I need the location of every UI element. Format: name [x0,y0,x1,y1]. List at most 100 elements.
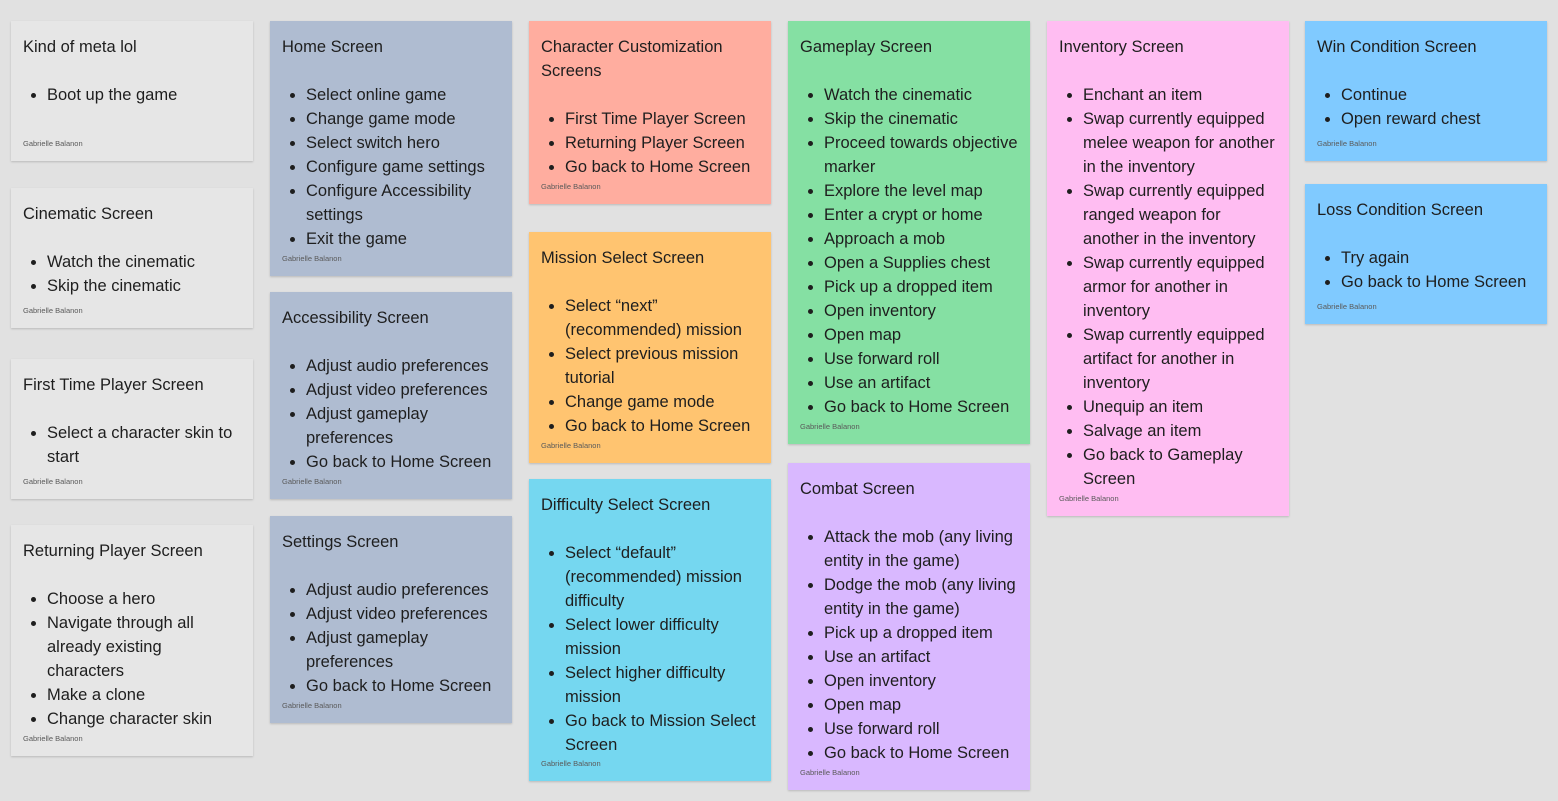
sticky-note-home[interactable]: Home ScreenSelect online gameChange game… [270,21,512,276]
list-item: Go back to Home Screen [565,155,759,179]
sticky-note-author: Gabrielle Balanon [800,422,860,431]
list-item: Adjust video preferences [306,602,500,626]
list-item: Configure Accessibility settings [306,179,500,227]
list-item: Swap currently equipped armor for anothe… [1083,251,1277,323]
list-item: Unequip an item [1083,395,1277,419]
sticky-note-list: Select “next” (recommended) missionSelec… [541,294,759,438]
sticky-note-list: Enchant an itemSwap currently equipped m… [1059,83,1277,491]
list-item: Select higher difficulty mission [565,661,759,709]
list-item: Make a clone [47,683,241,707]
sticky-note-difficulty-select[interactable]: Difficulty Select ScreenSelect “default”… [529,479,771,781]
list-item: Pick up a dropped item [824,621,1018,645]
sticky-note-list: Attack the mob (any living entity in the… [800,525,1018,765]
list-item: Pick up a dropped item [824,275,1018,299]
sticky-note-title: Kind of meta lol [23,38,137,56]
sticky-note-combat[interactable]: Combat ScreenAttack the mob (any living … [788,463,1030,790]
sticky-note-first-time[interactable]: First Time Player ScreenSelect a charact… [11,359,253,499]
list-item: Adjust audio preferences [306,578,500,602]
sticky-note-list: Watch the cinematicSkip the cinematicPro… [800,83,1018,419]
list-item: Continue [1341,83,1535,107]
list-item: Enter a crypt or home [824,203,1018,227]
sticky-note-accessibility[interactable]: Accessibility ScreenAdjust audio prefere… [270,292,512,499]
sticky-note-character-customization[interactable]: Character Customization ScreensFirst Tim… [529,21,771,204]
sticky-note-author: Gabrielle Balanon [23,139,83,148]
list-item: Try again [1341,246,1535,270]
list-item: Adjust gameplay preferences [306,626,500,674]
list-item: Proceed towards objective marker [824,131,1018,179]
list-item: Swap currently equipped artifact for ano… [1083,323,1277,395]
sticky-note-title: Gameplay Screen [800,38,933,56]
sticky-note-list: Select online gameChange game modeSelect… [282,83,500,251]
sticky-note-author: Gabrielle Balanon [282,254,342,263]
sticky-note-author: Gabrielle Balanon [282,477,342,486]
list-item: Choose a hero [47,587,241,611]
sticky-note-title: Win Condition Screen [1317,38,1477,56]
sticky-note-list: Select a character skin to start [23,421,241,469]
sticky-note-author: Gabrielle Balanon [541,182,601,191]
list-item: Go back to Home Screen [1341,270,1535,294]
list-item: Enchant an item [1083,83,1277,107]
sticky-note-list: Select “default” (recommended) mission d… [541,541,759,757]
sticky-note-author: Gabrielle Balanon [1317,302,1377,311]
list-item: Salvage an item [1083,419,1277,443]
sticky-note-meta[interactable]: Kind of meta lolBoot up the gameGabriell… [11,21,253,161]
list-item: Exit the game [306,227,500,251]
sticky-note-list: Adjust audio preferencesAdjust video pre… [282,578,500,698]
list-item: Select previous mission tutorial [565,342,759,390]
list-item: Explore the level map [824,179,1018,203]
sticky-note-author: Gabrielle Balanon [541,441,601,450]
sticky-note-title: Difficulty Select Screen [541,496,711,514]
list-item: Use an artifact [824,645,1018,669]
list-item: Select lower difficulty mission [565,613,759,661]
sticky-note-inventory[interactable]: Inventory ScreenEnchant an itemSwap curr… [1047,21,1289,516]
sticky-note-list: Adjust audio preferencesAdjust video pre… [282,354,500,474]
list-item: Go back to Mission Select Screen [565,709,759,757]
list-item: Select “default” (recommended) mission d… [565,541,759,613]
sticky-note-list: Choose a heroNavigate through all alread… [23,587,241,731]
list-item: Go back to Home Screen [565,414,759,438]
list-item: First Time Player Screen [565,107,759,131]
sticky-note-title: Loss Condition Screen [1317,201,1484,219]
list-item: Open map [824,693,1018,717]
list-item: Adjust video preferences [306,378,500,402]
list-item: Use an artifact [824,371,1018,395]
list-item: Select a character skin to start [47,421,241,469]
sticky-note-cinematic[interactable]: Cinematic ScreenWatch the cinematicSkip … [11,188,253,328]
sticky-note-list: First Time Player ScreenReturning Player… [541,107,759,179]
sticky-note-returning[interactable]: Returning Player ScreenChoose a heroNavi… [11,525,253,756]
list-item: Returning Player Screen [565,131,759,155]
sticky-note-list: Try againGo back to Home Screen [1317,246,1535,294]
sticky-note-author: Gabrielle Balanon [1059,494,1119,503]
list-item: Navigate through all already existing ch… [47,611,241,683]
sticky-note-title: Cinematic Screen [23,205,154,223]
list-item: Go back to Home Screen [306,674,500,698]
list-item: Open map [824,323,1018,347]
sticky-note-title: First Time Player Screen [23,376,204,394]
sticky-note-loss-condition[interactable]: Loss Condition ScreenTry againGo back to… [1305,184,1547,324]
sticky-note-win-condition[interactable]: Win Condition ScreenContinueOpen reward … [1305,21,1547,161]
list-item: Open reward chest [1341,107,1535,131]
sticky-note-list: ContinueOpen reward chest [1317,83,1535,131]
list-item: Watch the cinematic [47,250,241,274]
sticky-note-author: Gabrielle Balanon [800,768,860,777]
sticky-note-title: Character Customization Screens [541,38,723,80]
list-item: Select switch hero [306,131,500,155]
list-item: Swap currently equipped ranged weapon fo… [1083,179,1277,251]
sticky-note-settings[interactable]: Settings ScreenAdjust audio preferencesA… [270,516,512,723]
list-item: Change character skin [47,707,241,731]
sticky-note-title: Combat Screen [800,480,915,498]
sticky-note-mission-select[interactable]: Mission Select ScreenSelect “next” (reco… [529,232,771,463]
sticky-note-author: Gabrielle Balanon [541,759,601,768]
list-item: Approach a mob [824,227,1018,251]
sticky-note-title: Settings Screen [282,533,399,551]
list-item: Change game mode [565,390,759,414]
sticky-note-list: Boot up the game [23,83,241,107]
list-item: Open inventory [824,669,1018,693]
sticky-note-gameplay[interactable]: Gameplay ScreenWatch the cinematicSkip t… [788,21,1030,444]
list-item: Use forward roll [824,717,1018,741]
list-item: Skip the cinematic [47,274,241,298]
list-item: Boot up the game [47,83,241,107]
list-item: Go back to Home Screen [824,395,1018,419]
list-item: Watch the cinematic [824,83,1018,107]
